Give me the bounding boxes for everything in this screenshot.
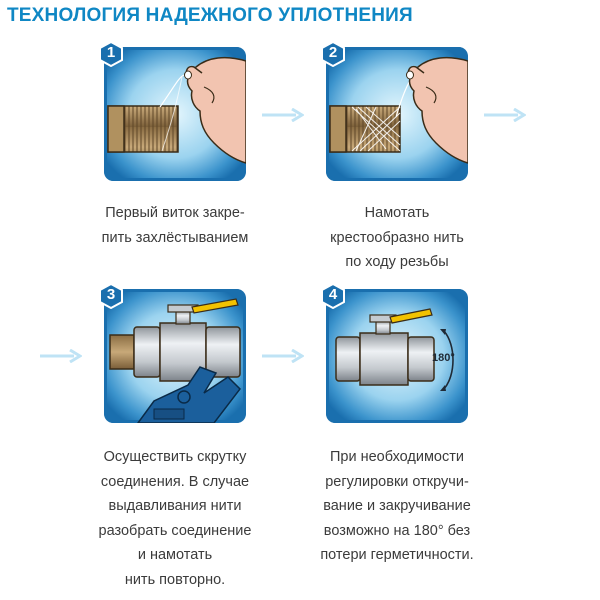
step-1-caption: Первый виток закре- пить захлёстыванием [101,205,249,246]
step-1-illustration [104,47,246,181]
rotation-label: 180° [432,352,455,364]
thread-wind-icon [329,56,468,164]
arrow-right-icon [262,348,305,368]
step-3-badge: 3 [98,283,124,309]
wrench-valve-icon [109,298,241,423]
step-2-caption: Намотать крестообразно нить по ходу резь… [330,205,464,270]
arrow-right-icon [40,348,83,368]
page-title: ТЕХНОЛОГИЯ НАДЕЖНОГО УПЛОТНЕНИЯ [7,5,413,26]
step-3-caption: Осуществить скрутку соединения. В случае… [98,449,252,588]
step-4-caption: При необходимости регулировки откручи- в… [320,449,474,563]
valve-rotate-icon [335,308,454,391]
step-2-badge: 2 [320,41,346,67]
step-2-number: 2 [328,44,338,61]
step-4-illustration: 180° [326,289,468,423]
arrow-right-icon [262,107,305,127]
thread-start-icon [107,56,246,164]
arrow-right-icon [484,107,527,127]
step-3-illustration [104,289,246,423]
step-1-badge: 1 [98,41,124,67]
step-4-badge: 4 [320,283,346,309]
step-4-number: 4 [328,286,338,303]
step-1-number: 1 [106,44,116,61]
step-2-illustration [326,47,468,181]
step-3-number: 3 [106,286,116,303]
